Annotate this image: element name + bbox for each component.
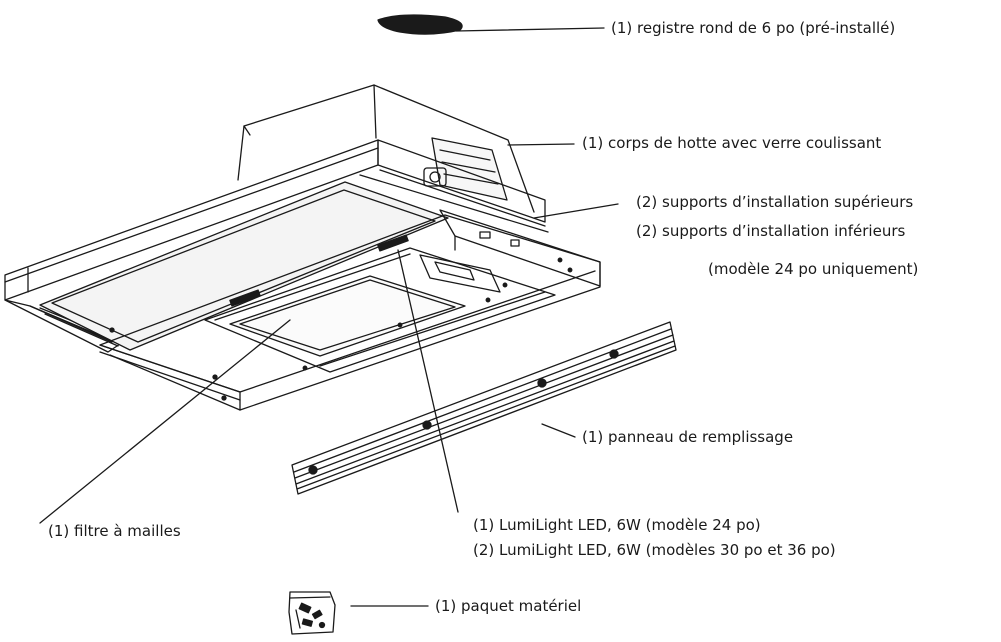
callout-upper-brackets: (2) supports d’installation supérieurs bbox=[636, 193, 914, 211]
callout-hardware-pack: (1) paquet matériel bbox=[435, 597, 582, 615]
callout-hood-body: (1) corps de hotte avec verre coulissant bbox=[582, 134, 882, 152]
hardware-bag-icon bbox=[288, 591, 336, 635]
callout-damper: (1) registre rond de 6 po (pré-installé) bbox=[611, 19, 896, 37]
leader-line-brackets bbox=[533, 203, 619, 219]
callout-lower-brackets-note: (modèle 24 po uniquement) bbox=[708, 260, 919, 278]
callout-led-24: (1) LumiLight LED, 6W (modèle 24 po) bbox=[473, 516, 761, 534]
hood-body bbox=[4, 84, 601, 411]
callout-lower-brackets: (2) supports d’installation inférieurs bbox=[636, 222, 906, 240]
leader-line-led bbox=[397, 249, 459, 513]
callout-led-30-36: (2) LumiLight LED, 6W (modèles 30 po et … bbox=[473, 541, 836, 559]
round-damper-icon bbox=[377, 14, 463, 35]
leader-line-hood-body bbox=[507, 143, 575, 146]
callout-filler-panel: (1) panneau de remplissage bbox=[582, 428, 794, 446]
leader-line-damper bbox=[455, 27, 605, 32]
leader-line-filter bbox=[39, 319, 291, 524]
callout-mesh-filter: (1) filtre à mailles bbox=[48, 522, 181, 540]
filler-panel bbox=[291, 321, 677, 495]
leader-line-filler bbox=[541, 423, 576, 438]
